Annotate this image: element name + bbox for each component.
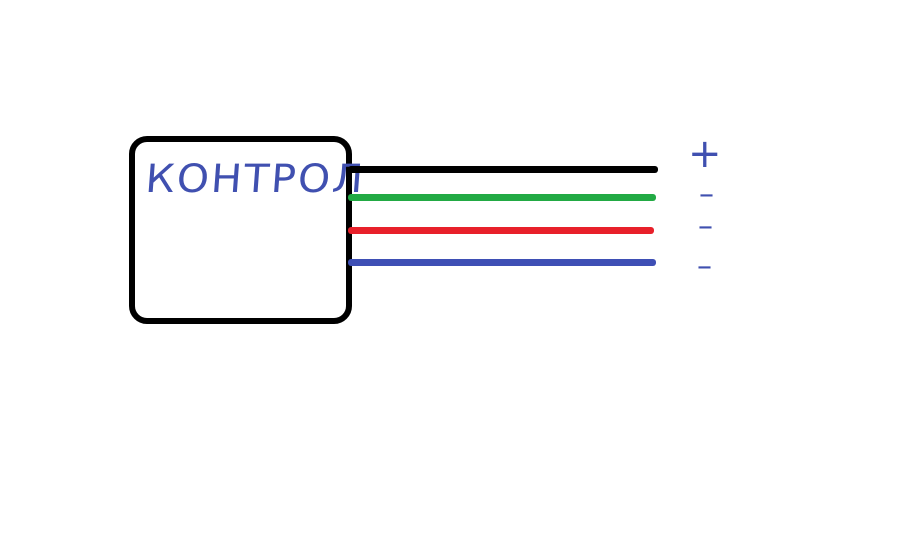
terminal-label-minus: – — [697, 249, 712, 284]
wire-blue — [348, 259, 656, 266]
wire-green — [348, 194, 656, 201]
wire-black — [348, 166, 658, 173]
wire-red — [348, 227, 654, 234]
controller-box — [129, 136, 352, 324]
terminal-label-plus: + — [688, 131, 722, 177]
terminal-label-minus: – — [698, 209, 713, 244]
terminal-label-minus: – — [699, 177, 714, 212]
controller-label: КОНТРОЛ — [143, 157, 367, 202]
